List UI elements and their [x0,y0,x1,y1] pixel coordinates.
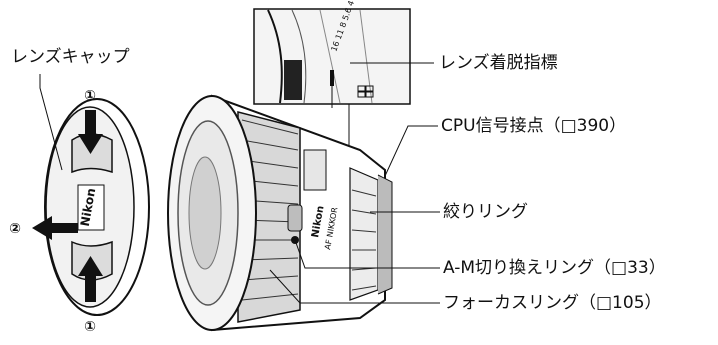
mount-index-label: レンズ着脱指標 [439,53,558,73]
cap-brand-text: Nikon [78,187,98,227]
step-marker-bottom: ① [84,319,96,335]
aperture-ring-label: 絞りリング [443,202,528,222]
lens-body: Nikon AF NIKKOR [167,94,393,332]
cpu-contacts-label: CPU信号接点（□390） [441,116,627,136]
step-marker-top: ① [84,88,96,104]
lens-cap: Nikon [44,98,150,316]
step-marker-left: ② [9,221,21,237]
aperture-ring-knurl [349,167,379,301]
mount-index-inset: 16 11 8 5.6 4 11 16 [253,0,411,108]
arrow-left-icon [32,216,78,240]
focus-ring-label: フォーカスリング（□105） [443,293,662,313]
leader-lines [39,62,440,304]
lens-cap-label: レンズキャップ [11,47,130,67]
arrow-up-icon [78,256,103,302]
arrow-down-icon [78,110,103,154]
am-switch-ring-label: A-M切り換えリング（□33） [443,258,666,278]
